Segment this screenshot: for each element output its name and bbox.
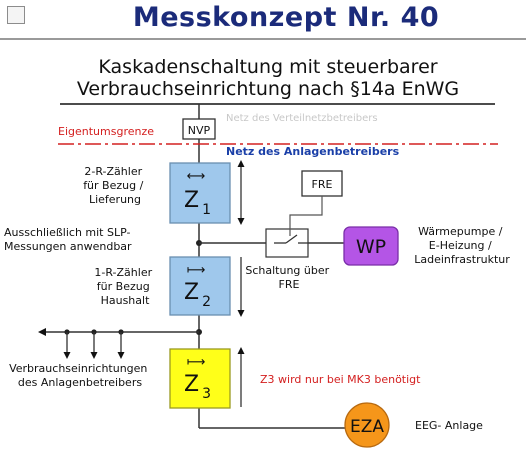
consumer-drop-lines bbox=[63, 329, 125, 359]
page-title: Messkonzept Nr. 40 bbox=[132, 2, 440, 33]
meter-z2-arrow-icon: ⟼ bbox=[187, 263, 206, 278]
title-divider bbox=[0, 38, 526, 40]
fre-box bbox=[301, 170, 343, 197]
eza-generator bbox=[344, 402, 390, 448]
meter-z3 bbox=[169, 348, 231, 409]
meter-z3-note: Z3 wird nur bei MK3 benötigt bbox=[260, 373, 421, 386]
customer-grid-label: Netz des Anlagenbetreibers bbox=[226, 145, 400, 158]
diagram-subtitle-line1: Kaskadenschaltung mit steuerbarer bbox=[98, 56, 437, 78]
ownership-boundary-label: Eigentumsgrenze bbox=[58, 125, 154, 138]
heat-pump-description: Wärmepumpe / E-Heizung / Ladeinfrastrukt… bbox=[414, 225, 510, 266]
meter-z1-arrow-icon: ⟷ bbox=[187, 169, 206, 184]
meter-z1 bbox=[169, 162, 231, 224]
consumers-description: Verbrauchseinrichtungen des Anlagenbetre… bbox=[9, 362, 151, 389]
eza-description: EEG- Anlage bbox=[415, 419, 483, 432]
fre-control-link bbox=[289, 196, 323, 236]
meter-z2-description: 1-R-Zähler für Bezug Haushalt bbox=[94, 266, 155, 307]
eza-label: EZA bbox=[350, 417, 384, 437]
grid-operator-label: Netz des Verteilnetzbetreibers bbox=[226, 113, 378, 124]
switch-caption: Schaltung über FRE bbox=[245, 264, 332, 291]
heat-pump-label: WP bbox=[356, 236, 386, 258]
diagram-subtitle-line2: Verbrauchseinrichtung nach §14a EnWG bbox=[77, 78, 459, 100]
nvp-box bbox=[182, 118, 216, 140]
slp-note: Ausschließlich mit SLP- Messungen anwend… bbox=[4, 226, 134, 253]
slide-checkbox[interactable] bbox=[7, 6, 25, 24]
meter-z2 bbox=[169, 256, 231, 316]
nvp-label: NVP bbox=[188, 124, 211, 137]
meter-z1-description: 2-R-Zähler für Bezug / Lieferung bbox=[83, 165, 147, 206]
heat-pump-box bbox=[343, 226, 399, 266]
consumer-bus-arrow-icon bbox=[38, 328, 46, 336]
meter-z3-arrow-icon: ⟼ bbox=[187, 355, 206, 370]
fre-label: FRE bbox=[312, 178, 333, 191]
